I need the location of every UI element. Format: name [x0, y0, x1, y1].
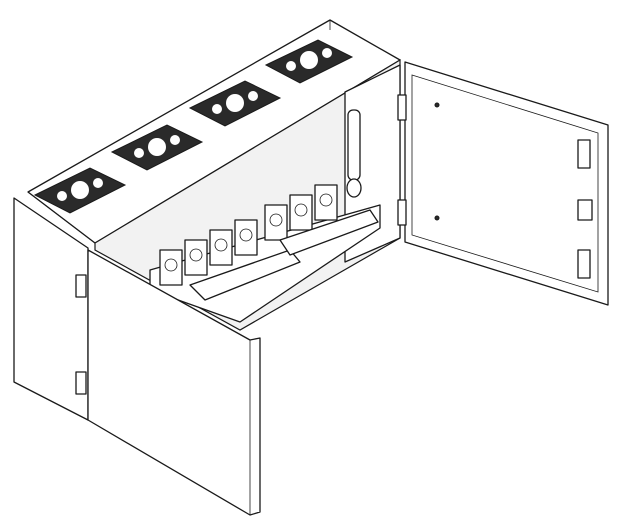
fan-grille-3 [188, 80, 282, 127]
terminal-modules [159, 184, 379, 301]
fan-grille-1 [33, 167, 127, 214]
fan-grille-2 [110, 124, 204, 171]
door-lock-icon [577, 139, 591, 169]
door-lock-icon [577, 249, 591, 279]
fan-grilles [33, 39, 354, 214]
cable-gland-hole [346, 178, 362, 198]
hinge-icon [75, 274, 87, 298]
fan-grille-4 [264, 39, 354, 84]
right-door [397, 61, 609, 306]
hinge-icon [75, 371, 87, 395]
cable-slot [347, 109, 361, 181]
hinge-icon [397, 199, 407, 226]
hinge-icon [397, 94, 407, 121]
right-door-panel [404, 61, 609, 306]
door-handle-icon [577, 199, 593, 221]
